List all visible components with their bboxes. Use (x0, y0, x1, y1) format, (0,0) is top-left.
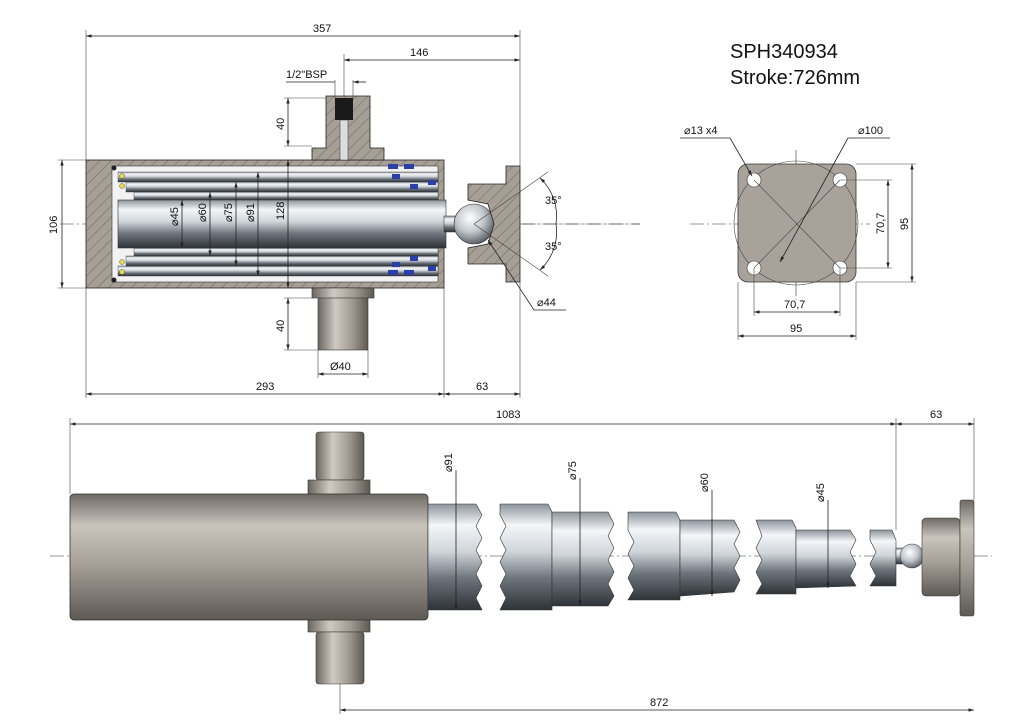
dim-hole-spacing-h: 70,7 (784, 299, 805, 311)
dim-size-v: 95 (899, 218, 911, 230)
dim-trunnion-diameter: Ø40 (330, 361, 351, 373)
seals (111, 164, 436, 283)
dim-total-length: 1083 (496, 409, 520, 421)
dim-port-offset: 146 (410, 47, 428, 59)
flange-view: ⌀13 x4 ⌀100 70,7 95 70,7 95 (680, 125, 916, 340)
dim-angle-top: 35° (545, 195, 562, 207)
dim-hole-spacing-v: 70,7 (875, 213, 887, 234)
dim-overall-length: 357 (313, 23, 331, 35)
dim-ext-91: ⌀91 (443, 453, 455, 472)
dim-stroke-length: 872 (650, 697, 668, 709)
end-flange-body (921, 517, 961, 597)
dim-angle-bottom: 35° (545, 241, 562, 253)
dim-ball-diameter: ⌀44 (537, 297, 556, 309)
dim-pcd: ⌀100 (858, 125, 883, 137)
dim-port-thread: 1/2"BSP (286, 69, 327, 81)
dim-barrel-128: 128 (275, 202, 287, 220)
dim-stage-60: ⌀60 (197, 203, 209, 222)
dim-trunnion-height: 40 (275, 320, 287, 332)
stage-75 (551, 511, 615, 607)
stage-91 (427, 503, 483, 611)
trunnion-pin (317, 287, 369, 351)
end-flange-plate (959, 499, 975, 617)
section-view: 357 146 1/2"BSP 40 106 ⌀45 ⌀60 ⌀75 ⌀91 1… (48, 23, 640, 398)
dim-port-height: 40 (275, 118, 287, 130)
dim-ext-45: ⌀45 (815, 483, 827, 502)
dim-stage-45: ⌀45 (169, 207, 181, 226)
extended-view: 1083 63 ⌀91 ⌀75 ⌀60 ⌀45 872 (50, 409, 992, 714)
dim-ext-60: ⌀60 (699, 473, 711, 492)
dim-end-length: 63 (476, 381, 488, 393)
dim-ext-75: ⌀75 (567, 461, 579, 480)
dim-size-h: 95 (790, 323, 802, 335)
dim-body-diameter: 106 (48, 216, 60, 234)
stage-60 (679, 519, 741, 597)
stage-45 (795, 529, 857, 589)
ball-socket (467, 165, 521, 283)
dim-stage-91: ⌀91 (245, 203, 257, 222)
dim-ext-end-length: 63 (930, 409, 942, 421)
part-number: SPH340934 (730, 41, 838, 63)
dim-holes: ⌀13 x4 (684, 125, 718, 137)
barrel (69, 493, 429, 621)
plunger-rod (117, 199, 447, 249)
dim-stage-75: ⌀75 (223, 203, 235, 222)
dim-body-length: 293 (256, 381, 274, 393)
stroke-label: Stroke:726mm (730, 67, 860, 89)
